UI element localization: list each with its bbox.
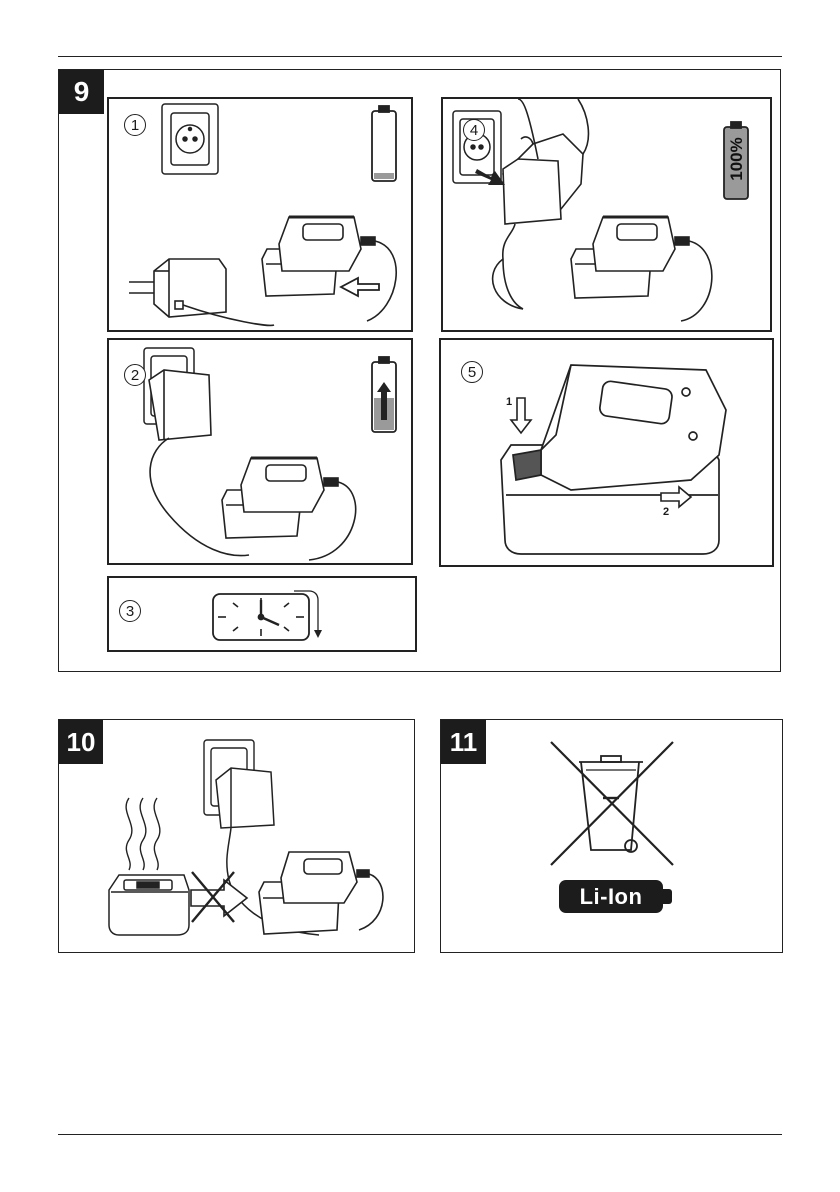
step-3-illustration — [109, 578, 419, 654]
hot-battery-icon — [109, 875, 189, 935]
top-rule — [58, 56, 782, 57]
figure-10-badge: 10 — [59, 720, 103, 764]
figure-11-number: 11 — [450, 727, 478, 758]
charging-arrow-icon — [341, 278, 379, 296]
battery-charging-icon — [372, 357, 396, 432]
step-4-panel: 4 100% — [441, 97, 772, 332]
step-4-number: 4 — [463, 119, 485, 141]
battery-pack-icon — [513, 365, 726, 490]
step-1-panel: 1 — [107, 97, 413, 332]
figure-10-illustration — [59, 720, 416, 954]
figure-11-illustration — [441, 720, 784, 954]
figure-10-frame — [58, 719, 415, 953]
press-arrow-label: 1 — [506, 396, 512, 408]
no-arrow-icon — [191, 872, 247, 922]
slide-arrow-label: 2 — [663, 506, 669, 518]
step-2-panel: 2 — [107, 338, 413, 565]
battery-full-label: 100% — [727, 131, 747, 187]
clock-icon — [213, 591, 322, 640]
step-1-number: 1 — [124, 114, 146, 136]
step-5-panel: 5 1 2 — [439, 338, 774, 567]
li-ion-badge: Li-Ion — [559, 880, 663, 913]
crossed-bin-icon — [551, 742, 673, 865]
step-1-illustration — [109, 99, 415, 334]
battery-pack-icon — [262, 217, 396, 321]
step-3-number: 3 — [119, 600, 141, 622]
charger-adapter-icon — [493, 159, 561, 309]
battery-pack-icon — [259, 852, 383, 934]
step-2-number: 2 — [124, 364, 146, 386]
step-5-number: 5 — [461, 361, 483, 383]
figure-11-badge: 11 — [441, 720, 486, 764]
step-3-panel: 3 — [107, 576, 417, 652]
step-4-illustration — [443, 99, 774, 334]
press-arrow-icon — [511, 398, 531, 433]
bottom-rule — [58, 1134, 782, 1135]
step-5-illustration — [441, 340, 776, 569]
charger-adapter-icon — [129, 259, 274, 325]
step-2-illustration — [109, 340, 415, 567]
figure-10-number: 10 — [67, 727, 96, 758]
battery-empty-icon — [372, 106, 396, 181]
figure-9-number: 9 — [74, 76, 90, 108]
battery-pack-icon — [222, 458, 356, 560]
figure-9-badge: 9 — [59, 70, 104, 114]
battery-pack-icon — [571, 217, 712, 321]
figure-11-frame — [440, 719, 783, 953]
wall-socket-icon — [162, 104, 218, 174]
heat-waves-icon — [126, 798, 160, 870]
